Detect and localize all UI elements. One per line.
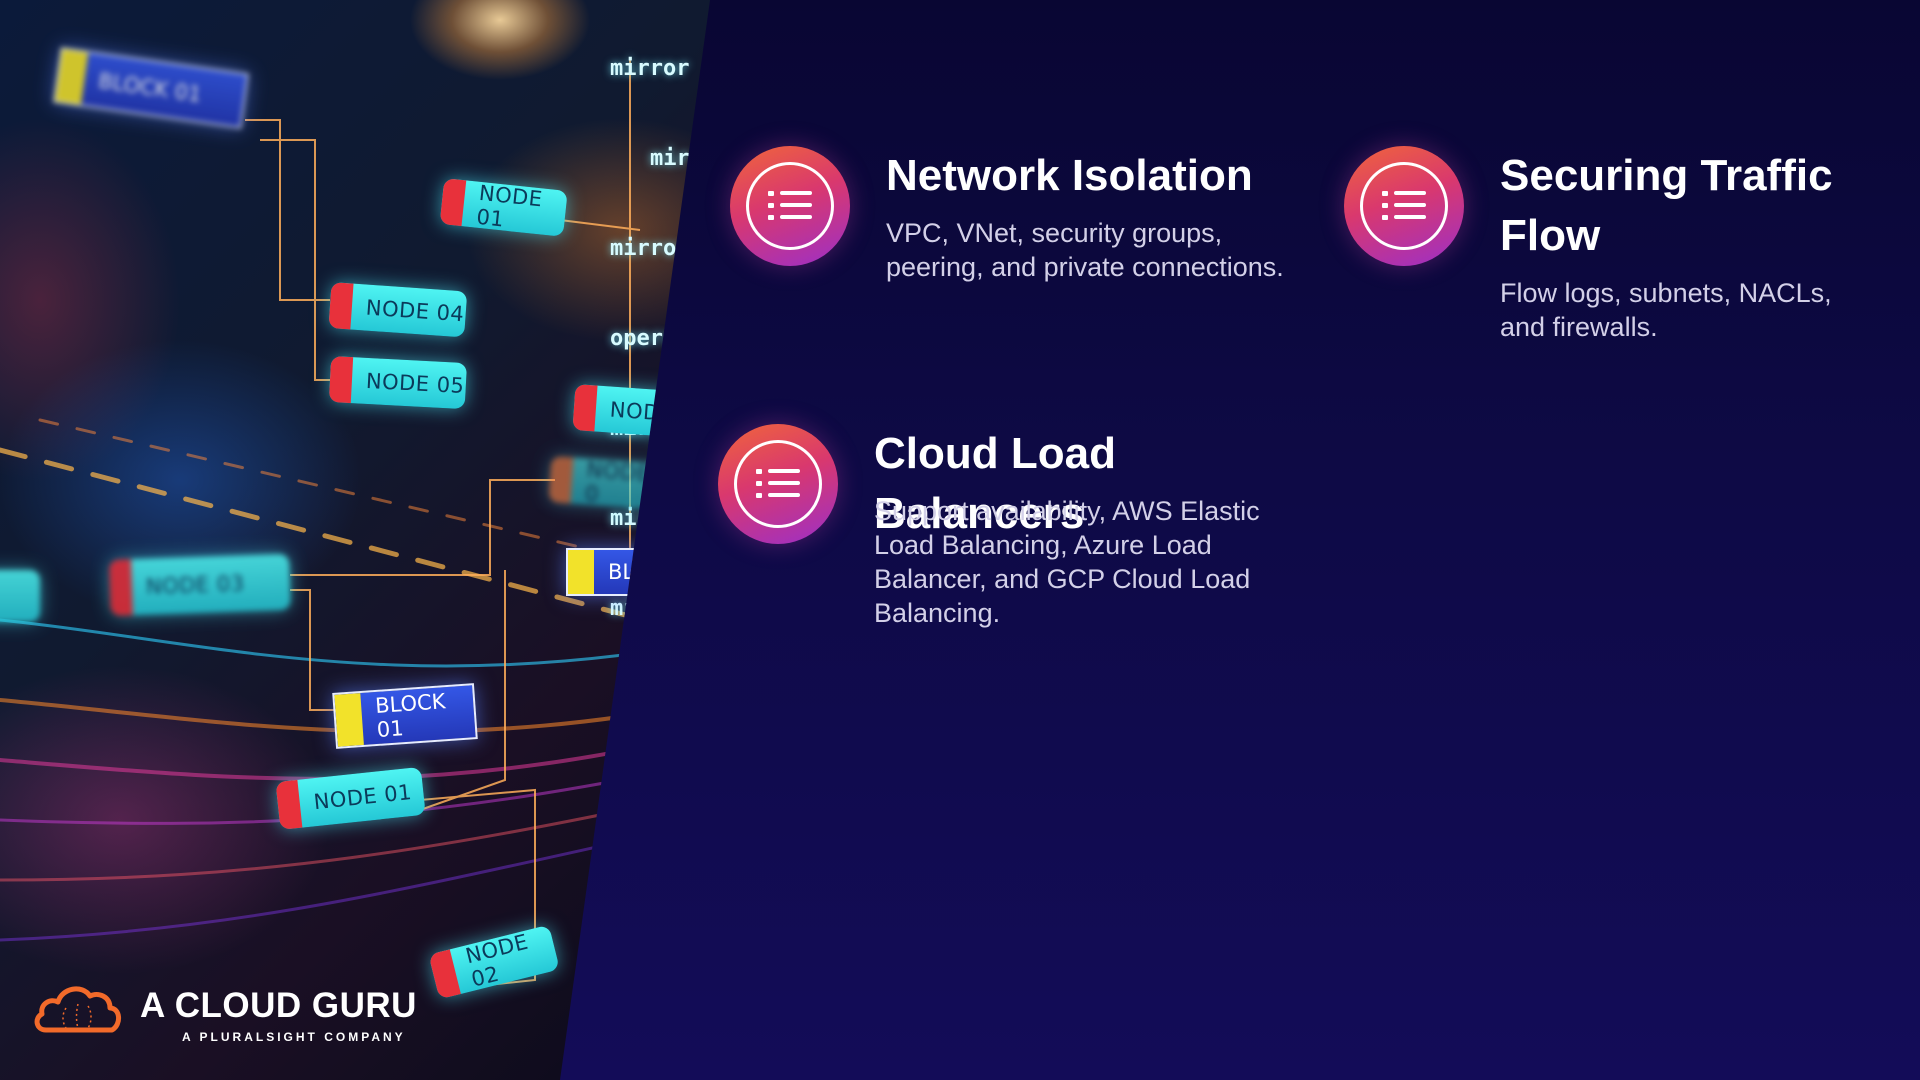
- code-column: mirror mir mirror operat mirro mirro mir…: [610, 56, 690, 1071]
- node-label: NODE 03: [109, 553, 291, 616]
- feature-title: Network Isolation: [886, 151, 1253, 200]
- block-label: BLOC: [566, 548, 680, 596]
- brand-logo: A CLOUD GURU A PLURALSIGHT COMPANY: [32, 972, 452, 1052]
- hero-lines: [0, 60, 710, 991]
- feature-description: VPC, VNet, security groups, peering, and…: [886, 218, 1284, 282]
- hero-image-network-nodes: mirror mir mirror operat mirro mirro mir…: [0, 0, 710, 1080]
- list-icon: [730, 146, 850, 266]
- feature-description: Support availability, AWS Elastic Load B…: [874, 496, 1260, 628]
- list-icon: [718, 424, 838, 544]
- logo-name: A CLOUD GURU: [140, 986, 417, 1025]
- logo-tagline: A PLURALSIGHT COMPANY: [182, 1030, 406, 1044]
- feature-title: Cloud Load Balancers: [874, 429, 1116, 538]
- node-label: NODE 04: [328, 282, 468, 338]
- feature-description: Flow logs, subnets, NACLs, and firewalls…: [1500, 278, 1832, 342]
- list-icon: [1344, 146, 1464, 266]
- connector-lines: [245, 60, 641, 991]
- feature-title: Securing Traffic Flow: [1500, 151, 1833, 260]
- block-cap: [55, 49, 89, 105]
- cloud-icon: [34, 986, 121, 1033]
- node-label: NODE 05: [328, 356, 468, 410]
- block-label: BLOCK 01: [332, 683, 478, 749]
- node-label-offscreen: [0, 570, 40, 622]
- node-label: NODE 0: [548, 456, 672, 511]
- node-label: NODE: [572, 384, 706, 440]
